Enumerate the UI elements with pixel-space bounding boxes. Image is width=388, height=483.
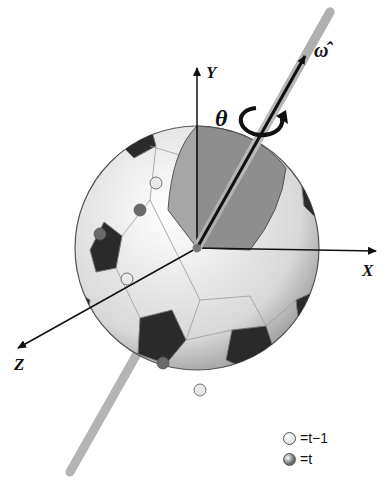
axis-label: X: [362, 262, 373, 279]
legend-text: =t−1: [300, 431, 328, 445]
legend-swatch: [283, 453, 296, 466]
axis-label: Z: [14, 356, 24, 373]
axis-label: Y: [206, 64, 216, 81]
legend-text: =t: [300, 452, 312, 466]
legend-swatch: [283, 432, 296, 445]
axis-label: ω̂: [314, 40, 328, 60]
axis-label: θ: [215, 106, 227, 130]
